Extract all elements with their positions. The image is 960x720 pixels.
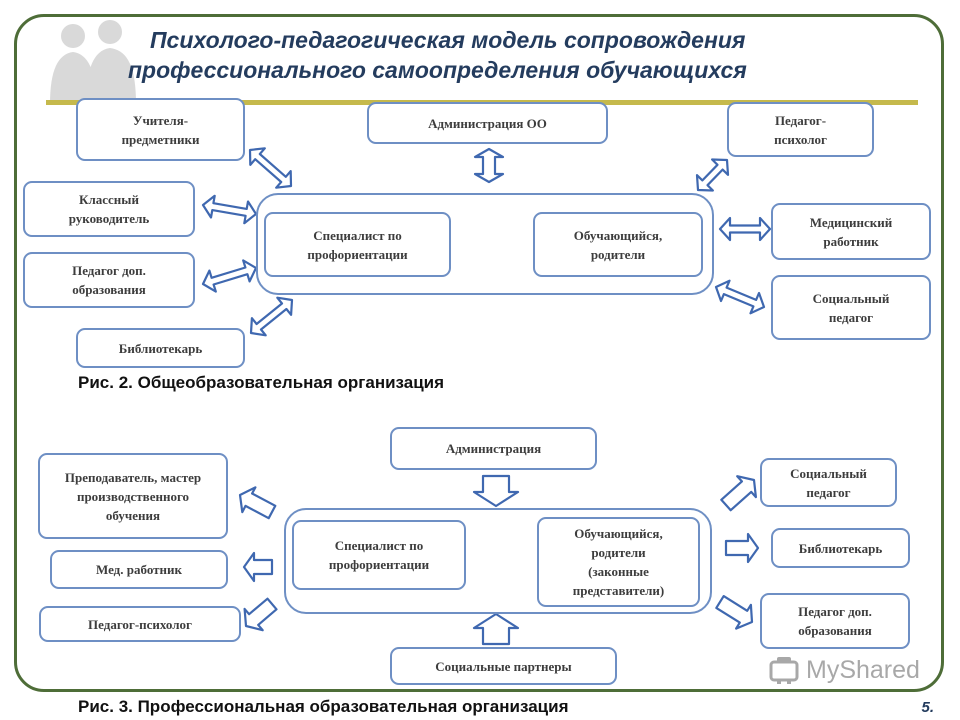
fig3-psychologist-arrow xyxy=(243,597,278,632)
fig2-medical-worker-arrow xyxy=(718,216,772,242)
fig2-subject-teachers-box: Учителя- предметники xyxy=(76,98,245,161)
page-number: 5. xyxy=(921,699,934,716)
fig2-administration-box: Администрация ОО xyxy=(367,102,608,144)
fig2-caption: Рис. 2. Общеобразовательная организация xyxy=(78,373,445,392)
fig2-class-teacher-arrow xyxy=(201,194,258,225)
myshared-logo-icon xyxy=(769,657,799,684)
fig2-psychologist-arrow xyxy=(695,158,730,192)
fig3-instructor-arrow xyxy=(238,486,277,520)
fig3-psychologist-box: Педагог-психолог xyxy=(39,606,241,642)
fig3-administration-box: Администрация xyxy=(390,427,597,470)
fig3-librarian-box: Библиотекарь xyxy=(771,528,910,568)
fig2-admin-arrow xyxy=(473,147,505,184)
fig2-additional-education-arrow xyxy=(201,259,258,293)
fig3-social-pedagogue-arrow xyxy=(720,475,758,512)
fig3-additional-education-box: Педагог доп. образования xyxy=(760,593,910,649)
fig3-social-partners-box: Социальные партнеры xyxy=(390,647,617,685)
fig2-student-box: Обучающийся, родители xyxy=(533,212,703,277)
fig3-additional-education-arrow xyxy=(715,594,754,630)
fig2-class-teacher-box: Классный руководитель xyxy=(23,181,195,237)
fig2-additional-education-box: Педагог доп. образования xyxy=(23,252,195,308)
fig3-librarian-arrow xyxy=(724,532,760,564)
title-line-2: профессионального самоопределения обучаю… xyxy=(128,57,747,83)
title-line-1: Психолого-педагогическая модель сопровож… xyxy=(150,27,746,53)
fig2-librarian-box: Библиотекарь xyxy=(76,328,245,368)
fig2-specialist-box: Специалист по профориентации xyxy=(264,212,451,277)
fig3-medical-worker-arrow xyxy=(242,551,274,583)
fig2-social-pedagogue-arrow xyxy=(714,279,766,315)
fig3-instructor-box: Преподаватель, мастер производственного … xyxy=(38,453,228,539)
fig3-caption: Рис. 3. Профессиональная образовательная… xyxy=(78,697,569,716)
fig2-psychologist-box: Педагог- психолог xyxy=(727,102,874,157)
fig2-subject-teachers-arrow xyxy=(248,147,293,189)
watermark-logo: MyShared xyxy=(768,654,920,686)
fig2-social-pedagogue-box: Социальный педагог xyxy=(771,275,931,340)
people-silhouette-icon xyxy=(50,20,136,104)
fig3-specialist-box: Специалист по профориентации xyxy=(292,520,466,590)
fig3-social-pedagogue-box: Социальный педагог xyxy=(760,458,897,507)
fig2-medical-worker-box: Медицинский работник xyxy=(771,203,931,260)
fig3-student-box: Обучающийся, родители (законные представ… xyxy=(537,517,700,607)
fig3-admin-arrow xyxy=(472,474,520,508)
slide-frame xyxy=(14,14,944,692)
watermark-text: MyShared xyxy=(806,655,920,684)
fig3-medical-worker-box: Мед. работник xyxy=(50,550,228,589)
fig2-librarian-arrow xyxy=(249,296,294,337)
fig3-social-partners-arrow xyxy=(472,612,520,646)
